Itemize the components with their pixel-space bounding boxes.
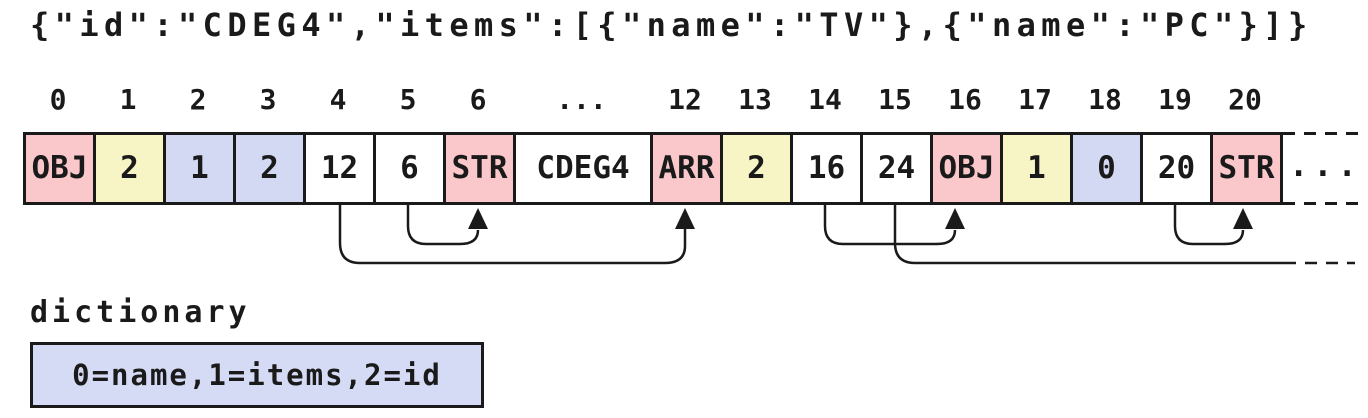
byte-index-14: 14: [808, 83, 842, 116]
byte-index-1: 1: [119, 83, 137, 116]
byte-index-20: 20: [1228, 83, 1262, 116]
byte-cell-10-16: 16: [790, 132, 863, 205]
byte-cell-9-2: 2: [720, 132, 793, 205]
byte-cell-13-1: 1: [1000, 132, 1073, 205]
byte-cell-5-6: 6: [373, 132, 446, 205]
byte-cell-14-0: 0: [1070, 132, 1143, 205]
arrow-offset6-to-str: [406, 205, 488, 246]
byte-index-4: 4: [329, 83, 347, 116]
byte-index-3: 3: [259, 83, 277, 116]
arrow-offset20-to-str: [1173, 205, 1253, 246]
byte-cell-2-1: 1: [163, 132, 236, 205]
byte-cell-4-12: 12: [303, 132, 376, 205]
byte-index-17: 17: [1018, 83, 1052, 116]
dictionary-label: dictionary: [30, 295, 251, 330]
byte-index-18: 18: [1088, 83, 1122, 116]
arrow-offset24-offscreen: [893, 205, 1355, 265]
byte-cell-11-24: 24: [860, 132, 933, 205]
byte-cell-1-2: 2: [93, 132, 166, 205]
byte-cell-16-str: STR: [1210, 132, 1283, 205]
byte-cell-3-2: 2: [233, 132, 306, 205]
dictionary-box: 0=name,1=items,2=id: [30, 342, 484, 408]
byte-index-6: 6: [469, 83, 487, 116]
byte-row-continuation-ellipsis: ...: [1289, 146, 1362, 184]
byte-index-5: 5: [399, 83, 417, 116]
byte-index-ellipsis: ...: [556, 83, 607, 116]
byte-cell-12-obj: OBJ: [930, 132, 1003, 205]
byte-index-13: 13: [738, 83, 772, 116]
byte-cell-8-arr: ARR: [650, 132, 723, 205]
byte-index-12: 12: [668, 83, 702, 116]
byte-cell-0-obj: OBJ: [23, 132, 96, 205]
arrow-offset12-to-arr: [338, 205, 695, 265]
json-source-text: {"id":"CDEG4","items":[{"name":"TV"},{"n…: [30, 6, 1313, 44]
dictionary-entries: 0=name,1=items,2=id: [72, 358, 442, 392]
byte-index-15: 15: [878, 83, 912, 116]
byte-index-0: 0: [49, 83, 67, 116]
byte-index-16: 16: [948, 83, 982, 116]
byte-cell-6-str: STR: [443, 132, 516, 205]
byte-cell-7-cdeg4: CDEG4: [513, 132, 653, 205]
byte-index-19: 19: [1158, 83, 1192, 116]
byte-cell-15-20: 20: [1140, 132, 1213, 205]
byte-index-2: 2: [189, 83, 207, 116]
arrow-offset16-to-obj: [823, 205, 965, 246]
